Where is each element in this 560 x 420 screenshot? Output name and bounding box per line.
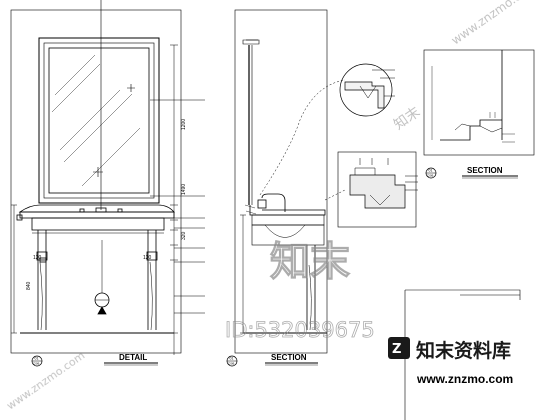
small-section xyxy=(423,49,535,156)
left-dimension xyxy=(11,204,17,334)
mirror-glass xyxy=(51,54,141,187)
section-ref-sheet: C/06 xyxy=(228,362,235,366)
watermark-brand: 知末 xyxy=(270,239,350,285)
section-title-block: 01 C/06 SECTION xyxy=(226,353,318,367)
small-section-title-block: 01 C/06 SECTION xyxy=(425,166,518,179)
dim-320: 320 xyxy=(181,231,187,240)
small-section-ref-sheet: C/06 xyxy=(427,174,434,178)
watermark-corner-url: www.znzmo.com xyxy=(449,0,539,47)
detail-ref-number: 01 xyxy=(35,357,39,361)
watermark-bottom-url: www.znzmo.com xyxy=(4,349,87,413)
detail-ref-sheet: C/06 xyxy=(33,362,40,366)
section-title: SECTION xyxy=(271,353,307,362)
detail-elevation xyxy=(10,0,182,354)
profile-detail xyxy=(337,151,418,228)
dim-120-a: 120 xyxy=(33,255,42,261)
section-view xyxy=(234,9,346,354)
brand-logo: Z 知末资料库 www.znzmo.com xyxy=(388,337,513,386)
watermark-id: ID:532039675 xyxy=(225,318,375,342)
section-ref-number: 01 xyxy=(230,357,234,361)
dimension-chain xyxy=(150,44,205,355)
small-section-ref-number: 01 xyxy=(429,169,433,173)
detail-title-block: 01 C/06 DETAIL xyxy=(31,353,158,367)
logo-url: www.znzmo.com xyxy=(416,372,513,386)
dimension-labels: 1200 1490 320 840 120 120 xyxy=(26,119,187,290)
watermark-mid-brand: 知末 xyxy=(391,103,424,133)
svg-text:Z: Z xyxy=(392,342,401,357)
dim-120-b: 120 xyxy=(143,255,152,261)
dim-840: 840 xyxy=(26,281,32,290)
dim-1200: 1200 xyxy=(181,119,187,130)
dim-1490: 1490 xyxy=(181,184,187,195)
logo-text: 知末资料库 xyxy=(416,339,511,362)
detail-bubble xyxy=(339,63,395,117)
detail-title: DETAIL xyxy=(119,353,147,362)
small-section-title: SECTION xyxy=(467,166,503,175)
